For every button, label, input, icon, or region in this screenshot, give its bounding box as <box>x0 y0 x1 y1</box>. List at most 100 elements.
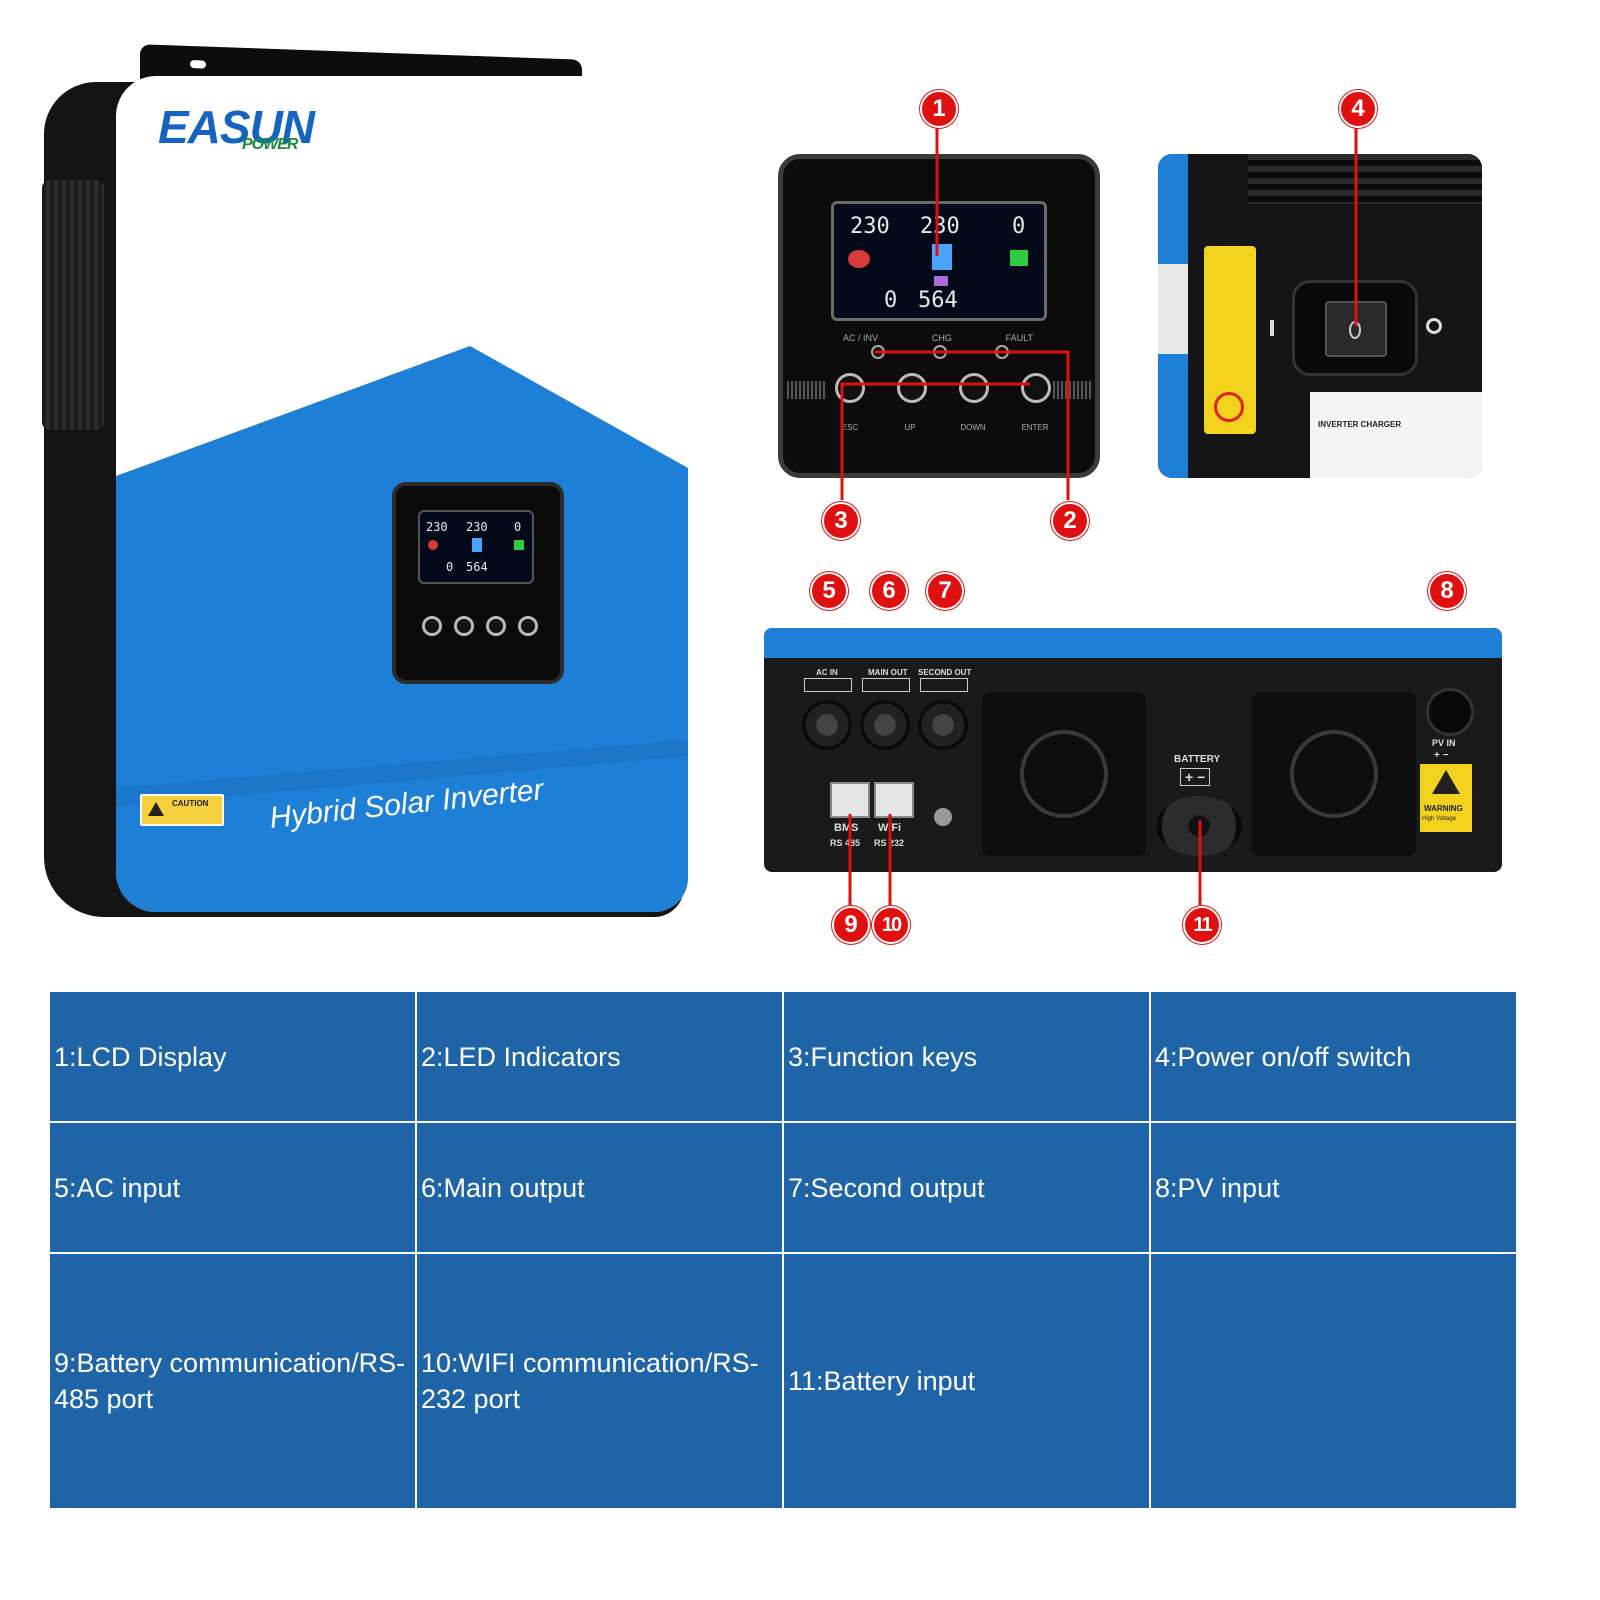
pv-input-gland <box>1426 688 1474 736</box>
callout-10: 10 <box>872 906 910 944</box>
front-key[interactable] <box>486 616 506 636</box>
warning-sticker <box>1204 246 1256 434</box>
rating-label-title: INVERTER CHARGER <box>1318 420 1402 429</box>
front-key[interactable] <box>454 616 474 636</box>
led-label-row: AC / INV CHG FAULT <box>843 333 1033 343</box>
table-cell: 7:Second output <box>782 1121 1151 1255</box>
main-out-gland <box>860 700 910 750</box>
ground-screw-icon <box>934 808 952 826</box>
key-label-esc: ESC <box>841 423 859 432</box>
front-lcd-value: 0 <box>514 520 522 534</box>
callout-6: 6 <box>870 572 908 610</box>
rear-top-edge <box>764 628 1502 658</box>
battery-label: BATTERY <box>1174 754 1221 765</box>
battery-icon <box>472 538 482 552</box>
high-voltage-sticker: WARNING High Voltage <box>1420 764 1472 832</box>
table-cell: 5:AC input <box>48 1121 417 1255</box>
second-out-gland <box>918 700 968 750</box>
lcd-screen: 230 230 0 0 564 <box>831 201 1047 321</box>
front-control-panel: 230 230 0 0 564 <box>392 482 564 684</box>
high-voltage-icon <box>1432 770 1460 794</box>
table-cell: 11:Battery input <box>782 1252 1151 1510</box>
callout-2: 2 <box>1051 502 1089 540</box>
callout-8: 8 <box>1428 572 1466 610</box>
table-cell: 8:PV input <box>1149 1121 1518 1255</box>
main-out-terminal-block <box>862 678 910 692</box>
down-key[interactable] <box>959 373 989 403</box>
key-label-down: DOWN <box>960 423 986 432</box>
pv-in-label: PV IN <box>1432 738 1456 748</box>
bms-label: BMS <box>834 822 859 834</box>
fan-blade-icon <box>1290 730 1378 818</box>
battery-polarity-label: + − <box>1180 768 1211 786</box>
wifi-rs232-port[interactable] <box>874 782 914 818</box>
switch-recess <box>1292 280 1418 376</box>
ac-in-gland <box>802 700 852 750</box>
callout-9: 9 <box>832 906 870 944</box>
power-switch-closeup: INVERTER CHARGER <box>1158 154 1482 478</box>
house-icon <box>514 540 524 550</box>
key-label-up: UP <box>904 423 916 432</box>
led-label: CHG <box>931 333 952 343</box>
inverter-rear-view: AC IN MAIN OUT SECOND OUT BMS WiFi RS 48… <box>764 628 1502 872</box>
warning-text: WARNING <box>1424 804 1463 813</box>
side-label <box>1158 264 1188 354</box>
fan-blade-icon <box>1020 730 1108 818</box>
cooling-fan-left <box>982 692 1146 856</box>
led-label: FAULT <box>1005 333 1033 343</box>
lcd-value-bottom-right: 564 <box>918 288 958 313</box>
callout-5: 5 <box>810 572 848 610</box>
esc-key[interactable] <box>835 373 865 403</box>
callout-7: 7 <box>926 572 964 610</box>
table-cell: 3:Function keys <box>782 989 1151 1124</box>
enter-key[interactable] <box>1021 373 1051 403</box>
brand-sub-text: POWER <box>242 136 298 153</box>
high-voltage-text: High Voltage <box>1422 816 1457 822</box>
rating-label: INVERTER CHARGER <box>1310 392 1482 478</box>
callout-4: 4 <box>1339 90 1377 128</box>
lcd-value-top-right: 0 <box>1012 214 1026 239</box>
panel-grille <box>787 381 827 399</box>
table-cell: 10:WIFI communication/RS-232 port <box>415 1252 784 1510</box>
front-key[interactable] <box>518 616 538 636</box>
pv-polarity-label: + − <box>1434 750 1449 761</box>
table-cell: 4:Power on/off switch <box>1149 989 1518 1124</box>
callout-1: 1 <box>920 90 958 128</box>
lcd-value-top-left: 230 <box>850 214 890 239</box>
warning-triangle-icon <box>148 802 164 816</box>
key-label-enter: ENTER <box>1021 423 1049 432</box>
brand-logo: EASUN POWER <box>158 101 315 153</box>
ac-in-terminal-block <box>804 678 852 692</box>
lcd-panel-closeup: 230 230 0 0 564 AC / INV CHG FAULT ESC U… <box>778 154 1100 478</box>
up-key[interactable] <box>897 373 927 403</box>
table-cell: 2:LED Indicators <box>415 989 784 1124</box>
no-connect-icon <box>1214 392 1244 422</box>
rs485-label: RS 485 <box>830 838 861 848</box>
side-vent <box>42 180 104 430</box>
front-lcd-value: 0 <box>446 560 454 574</box>
lcd-value-bottom-left: 0 <box>884 288 898 313</box>
load-icon <box>934 276 948 286</box>
table-row: 5:AC input 6:Main output 7:Second output… <box>48 1121 1518 1255</box>
front-lcd-screen: 230 230 0 0 564 <box>418 510 534 584</box>
brand-main-text: EASUN <box>158 101 315 153</box>
second-out-terminal-block <box>920 678 968 692</box>
panel-grille <box>1053 381 1093 399</box>
callout-3: 3 <box>822 502 860 540</box>
table-cell <box>1149 1252 1518 1510</box>
table-row: 9:Battery communication/RS-485 port 10:W… <box>48 1252 1518 1510</box>
on-mark <box>1270 320 1274 336</box>
led-label: AC / INV <box>843 333 879 343</box>
ac-in-label: AC IN <box>816 668 838 677</box>
callout-lines <box>840 120 1358 905</box>
callout-11: 11 <box>1183 906 1221 944</box>
front-lcd-value: 564 <box>466 560 488 574</box>
front-lcd-value: 230 <box>426 520 448 534</box>
table-cell: 6:Main output <box>415 1121 784 1255</box>
house-icon <box>1010 250 1028 266</box>
caution-text: CAUTION <box>172 799 209 808</box>
front-key[interactable] <box>422 616 442 636</box>
inverter-front-view: EASUN POWER CAUTION Hybrid Solar Inverte… <box>0 0 720 940</box>
sun-icon <box>428 540 438 550</box>
front-lcd-value: 230 <box>466 520 488 534</box>
